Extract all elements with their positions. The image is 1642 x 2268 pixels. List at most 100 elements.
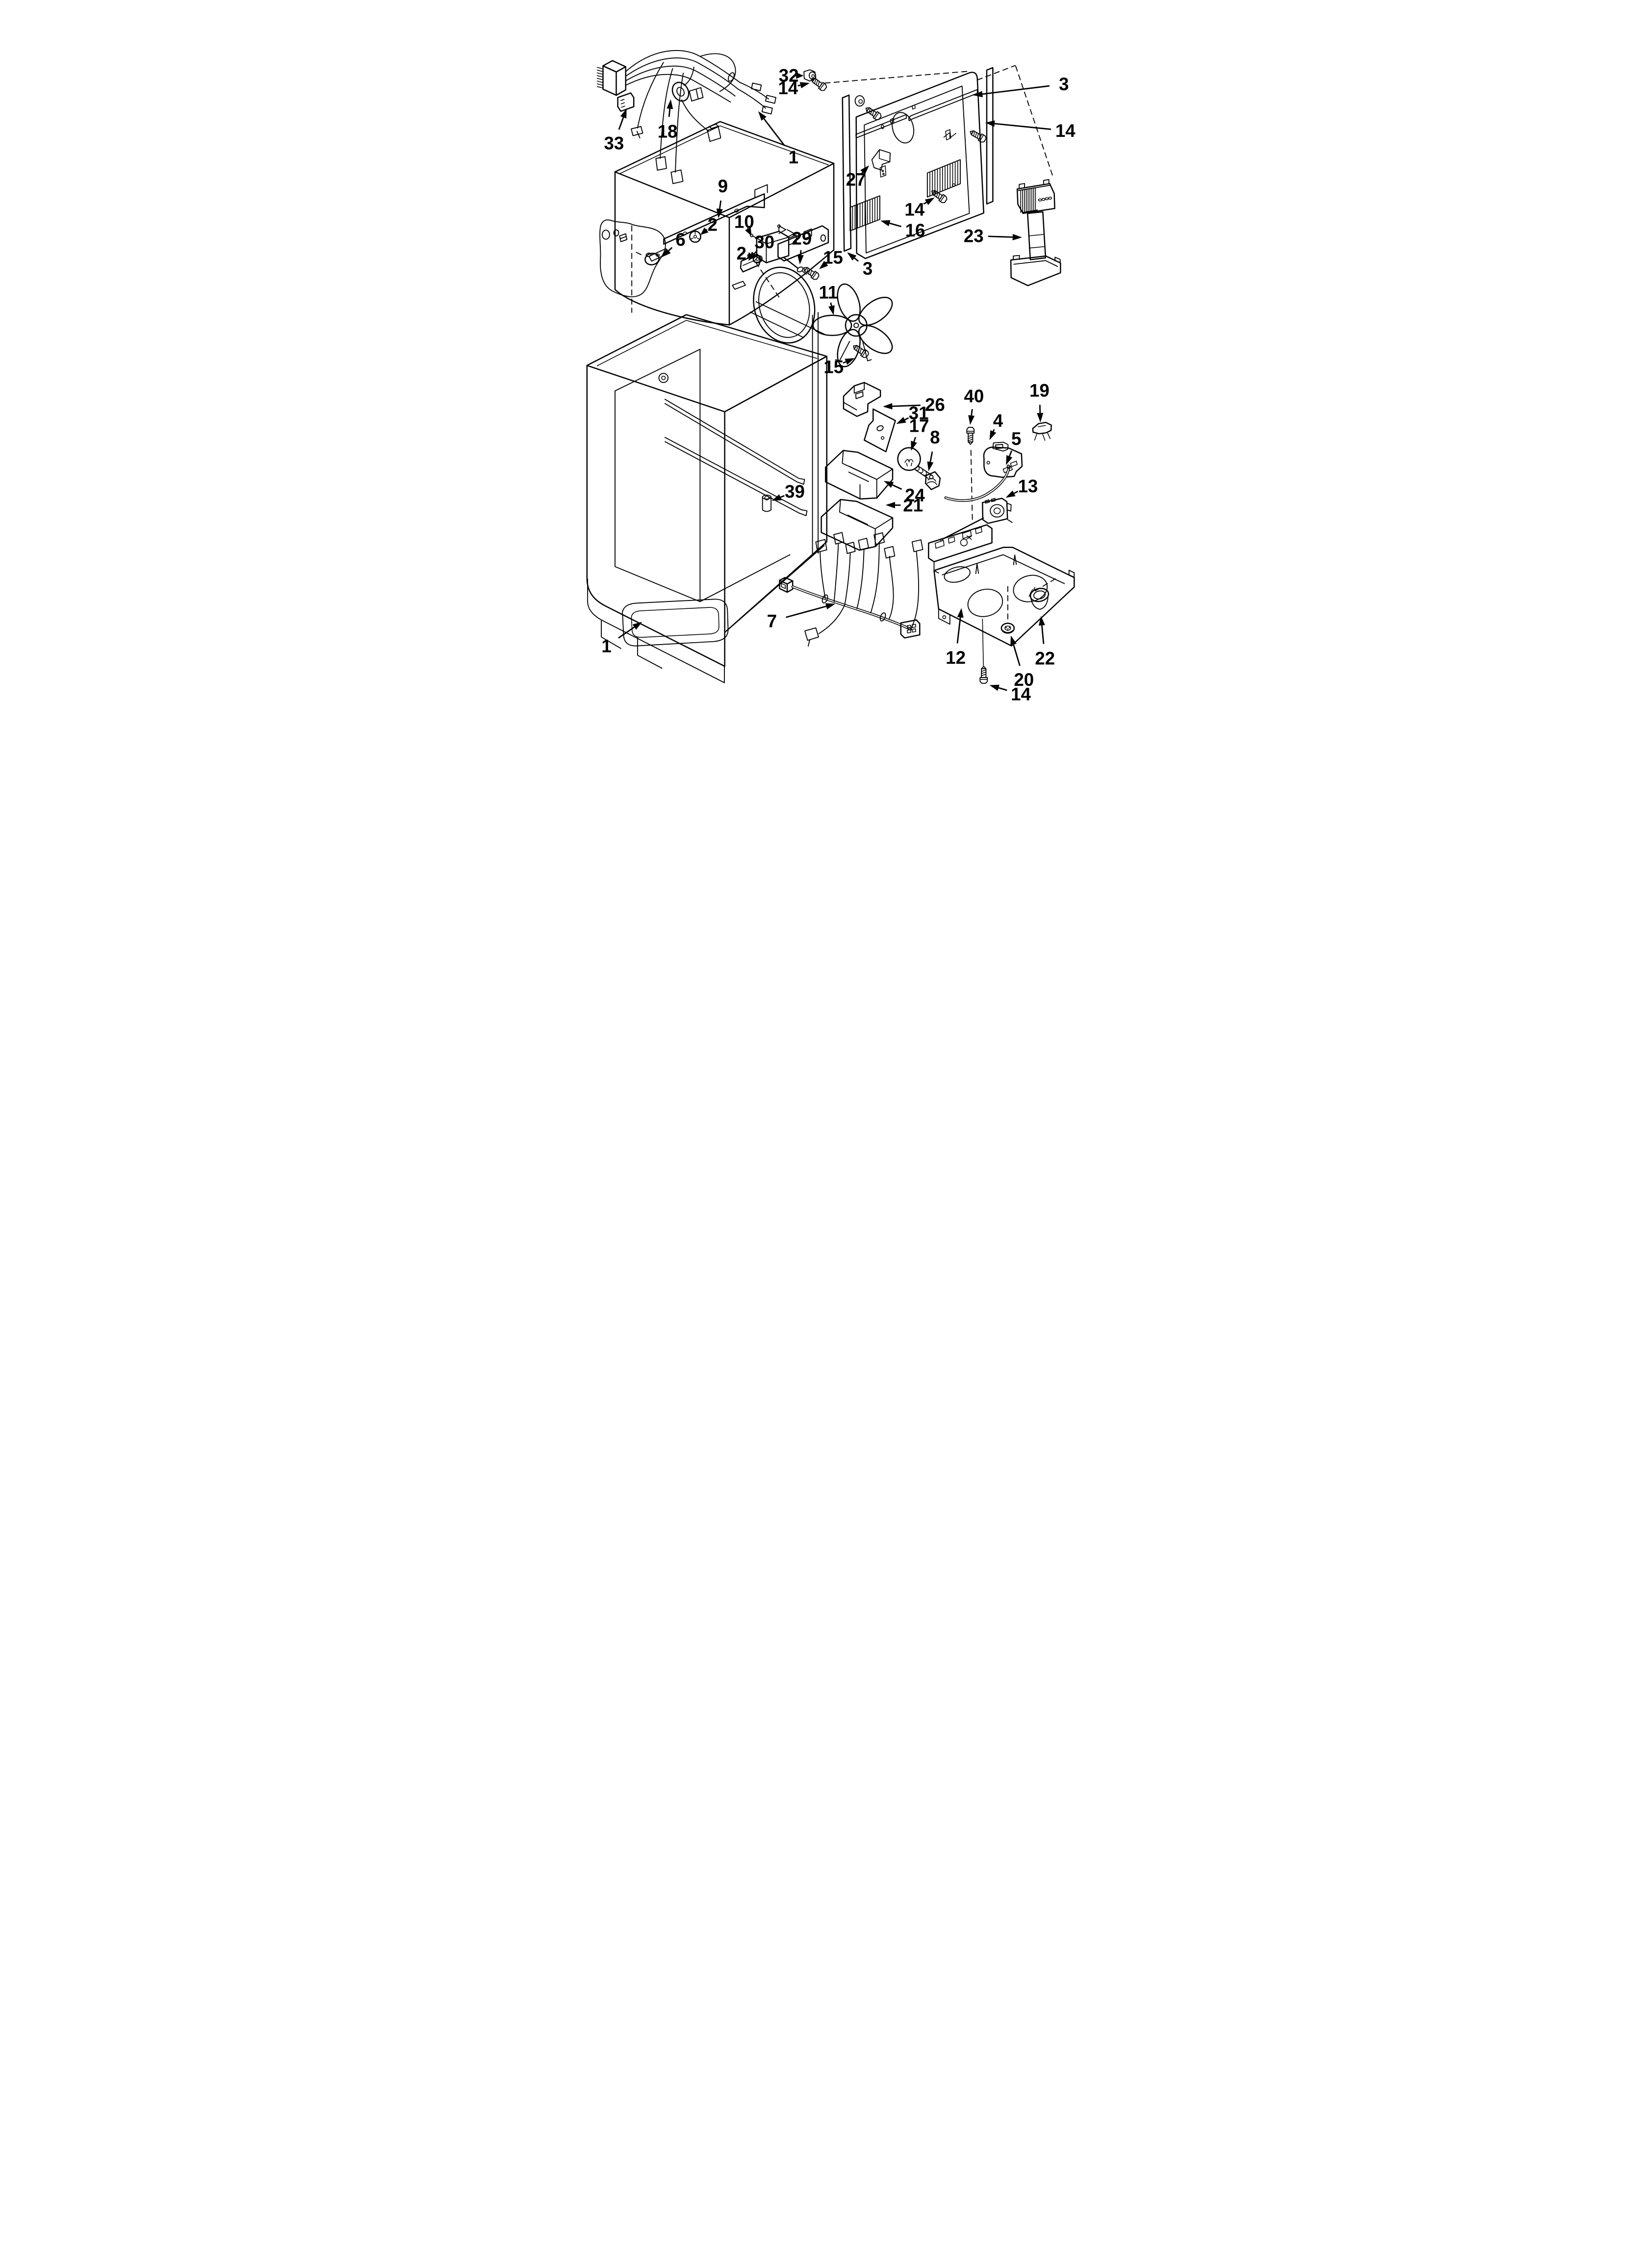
callout-arrowhead: [796, 72, 804, 79]
callout-arrow-line: [992, 429, 995, 432]
callout-arrowhead: [828, 305, 835, 315]
control-box-parts: [928, 421, 1075, 684]
part-number-label: 39: [785, 482, 805, 502]
callout-32-3: 32: [779, 65, 804, 85]
callout-arrow-line: [797, 84, 801, 87]
callout-arrow-line: [892, 484, 902, 490]
knob-22: [1028, 587, 1050, 610]
callout-arrow-line: [923, 202, 927, 205]
harness-connector-33: [617, 92, 635, 112]
callout-arrowhead: [662, 248, 671, 258]
callout-arrowhead: [973, 91, 983, 98]
callout-arrow-line: [746, 228, 749, 230]
callout-7-38: 7: [767, 603, 836, 631]
fan-blade-11: [812, 283, 893, 367]
crisper-area: [622, 599, 729, 647]
callout-arrow-line: [998, 687, 1007, 691]
callout-16-20: 16: [880, 220, 925, 240]
callout-9-7: 9: [716, 176, 728, 218]
part-number-label: 15: [823, 247, 843, 267]
callout-arrowhead: [883, 481, 894, 488]
callout-arrowhead: [667, 99, 673, 109]
callout-arrowhead: [924, 197, 935, 205]
callout-39-31: 39: [771, 482, 805, 502]
callout-40-26: 40: [964, 386, 984, 425]
callout-arrowhead: [1037, 413, 1044, 423]
part-number-label: 9: [718, 176, 728, 196]
callout-5-29: 5: [1006, 429, 1021, 466]
part-number-label: 32: [779, 65, 799, 85]
callout-arrowhead: [799, 82, 810, 89]
cover-plate-31: [863, 408, 896, 452]
part-number-label: 4: [993, 411, 1003, 431]
callout-arrow-line: [618, 117, 624, 130]
part-number-label: 21: [903, 495, 923, 516]
callout-24-32: 24: [883, 481, 925, 505]
callout-arrowhead: [989, 430, 997, 441]
shelf-rails: [664, 398, 808, 517]
callout-6-17: 6: [662, 230, 686, 258]
callout-arrow-line: [861, 172, 864, 174]
callout-19-28: 19: [1029, 380, 1050, 423]
part-number-label: 2: [708, 215, 718, 235]
callout-arrowhead: [1012, 234, 1023, 240]
callout-20-35: 20: [1010, 635, 1034, 690]
callout-33-0: 33: [604, 108, 627, 153]
thermostat-13: [940, 497, 1016, 542]
callout-arrow-line: [854, 257, 859, 262]
evaporator-panel: [803, 65, 1054, 260]
callout-arrow-line: [1041, 625, 1045, 644]
motor-bracket-30: [740, 253, 761, 273]
panel-trim-right: [986, 67, 994, 205]
callout-1-39: 1: [601, 622, 642, 656]
console-grille: [1020, 187, 1038, 213]
refrigerator-liner-parts-diagram: 3318132143149210230291531115627141623263…: [566, 0, 1076, 705]
part-number-label: 16: [905, 220, 925, 240]
push-nut-20: [1001, 623, 1015, 634]
part-number-label: 14: [778, 78, 798, 98]
chevron-marks: [778, 225, 795, 238]
part-number-label: 31: [909, 403, 929, 423]
callout-arrowhead: [1038, 616, 1045, 626]
callout-arrowhead: [989, 684, 1000, 691]
part-number-label: 40: [964, 386, 984, 406]
part-number-label: 7: [767, 611, 777, 631]
callout-arrowhead: [860, 165, 870, 175]
panel-trim-left: [842, 94, 852, 252]
clip-8: [924, 471, 941, 490]
push-nut-2a: [689, 230, 701, 243]
callout-arrow-line: [994, 123, 1052, 130]
callout-arrowhead: [745, 227, 752, 236]
fan-motor-10: [749, 224, 807, 275]
fan-shroud-29: [732, 225, 829, 344]
callout-arrowhead: [758, 111, 767, 121]
grommet-installed: [854, 95, 865, 107]
callout-30-11: 30: [748, 232, 774, 261]
part-number-label: 2: [737, 243, 746, 263]
capillary-tube-5: [944, 464, 1011, 502]
callout-27-18: 27: [846, 165, 870, 189]
control-console-23: [1010, 179, 1061, 287]
callout-arrow-line: [618, 626, 635, 639]
part-number-label: 6: [675, 230, 685, 250]
callout-arrow-line: [904, 417, 909, 420]
callout-arrowhead: [748, 251, 757, 261]
callout-arrow-line: [1013, 491, 1019, 494]
fan-assembly: [648, 184, 893, 367]
callout-22-36: 22: [1035, 616, 1055, 668]
callout-arrowhead: [911, 441, 917, 451]
callout-31-23: 31: [896, 403, 928, 424]
light-bulb-17: [897, 447, 934, 479]
callout-arrow-line: [754, 250, 758, 255]
callout-arrowhead: [957, 608, 964, 618]
callout-arrow-line: [982, 85, 1050, 95]
part-number-label: 10: [734, 211, 754, 232]
callout-14-19: 14: [904, 197, 935, 219]
callout-arrowhead: [819, 261, 828, 269]
damper-control-26: [843, 382, 881, 417]
callout-arrow-line: [988, 235, 1013, 238]
part-number-label: 19: [1029, 380, 1050, 400]
callout-11-15: 11: [819, 282, 838, 315]
